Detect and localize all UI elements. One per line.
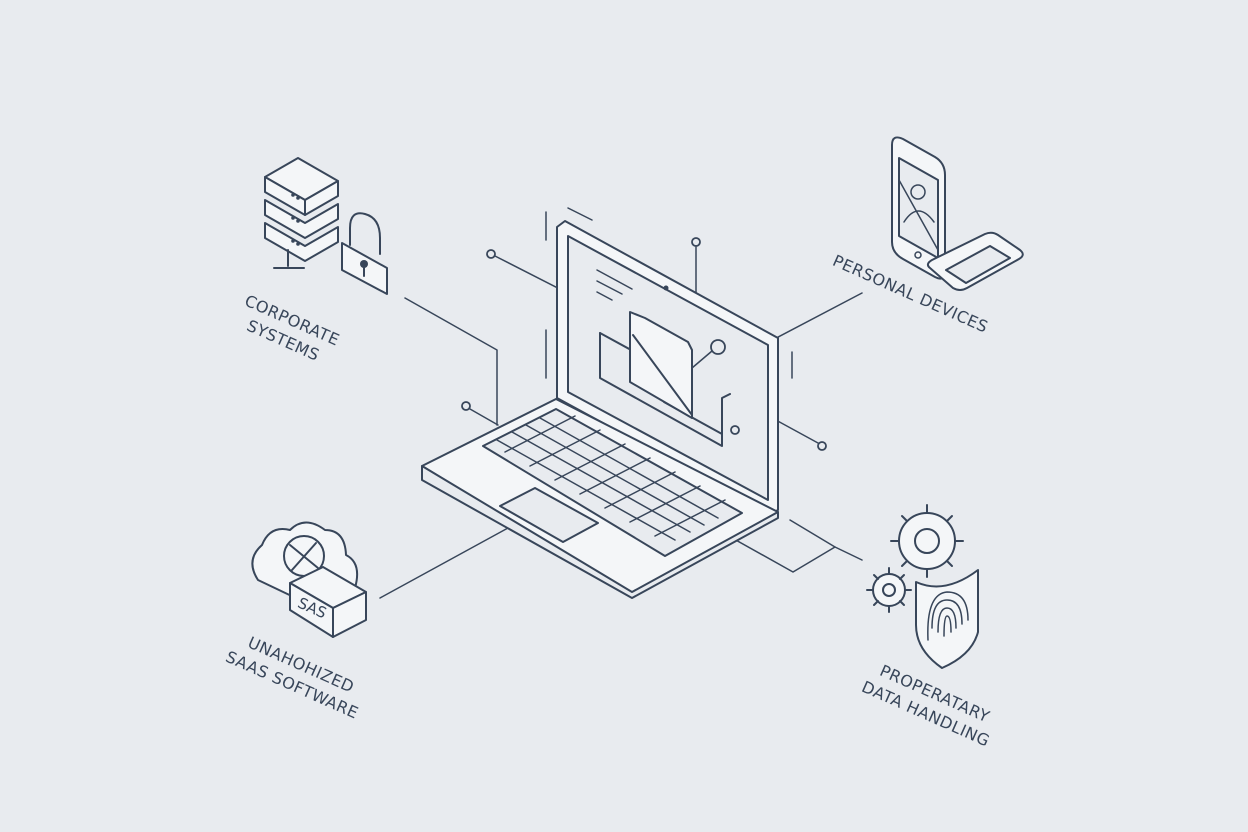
small-gear-icon — [866, 567, 912, 613]
node-dot — [461, 401, 471, 411]
camera-dot — [663, 285, 669, 291]
node-dot — [710, 339, 726, 355]
connector-data — [699, 519, 863, 573]
connector-data-branch — [789, 519, 836, 548]
saas-box-icon: SAS — [289, 566, 367, 638]
keyboard-keys — [496, 415, 726, 541]
server-stack-icon — [264, 157, 339, 269]
node-dot — [730, 425, 740, 435]
phone-landscape-icon — [926, 231, 1024, 291]
node-dot — [486, 249, 496, 259]
connector-corporate — [404, 297, 498, 426]
node-dot — [817, 441, 827, 451]
gear-icon — [890, 504, 964, 578]
node-dot — [691, 237, 701, 247]
keyboard — [482, 408, 743, 557]
trackpad — [499, 487, 599, 543]
laptop-icon — [421, 220, 779, 599]
padlock-icon — [341, 212, 388, 295]
shield-fingerprint-icon — [915, 569, 979, 669]
folder-icon — [599, 311, 740, 447]
